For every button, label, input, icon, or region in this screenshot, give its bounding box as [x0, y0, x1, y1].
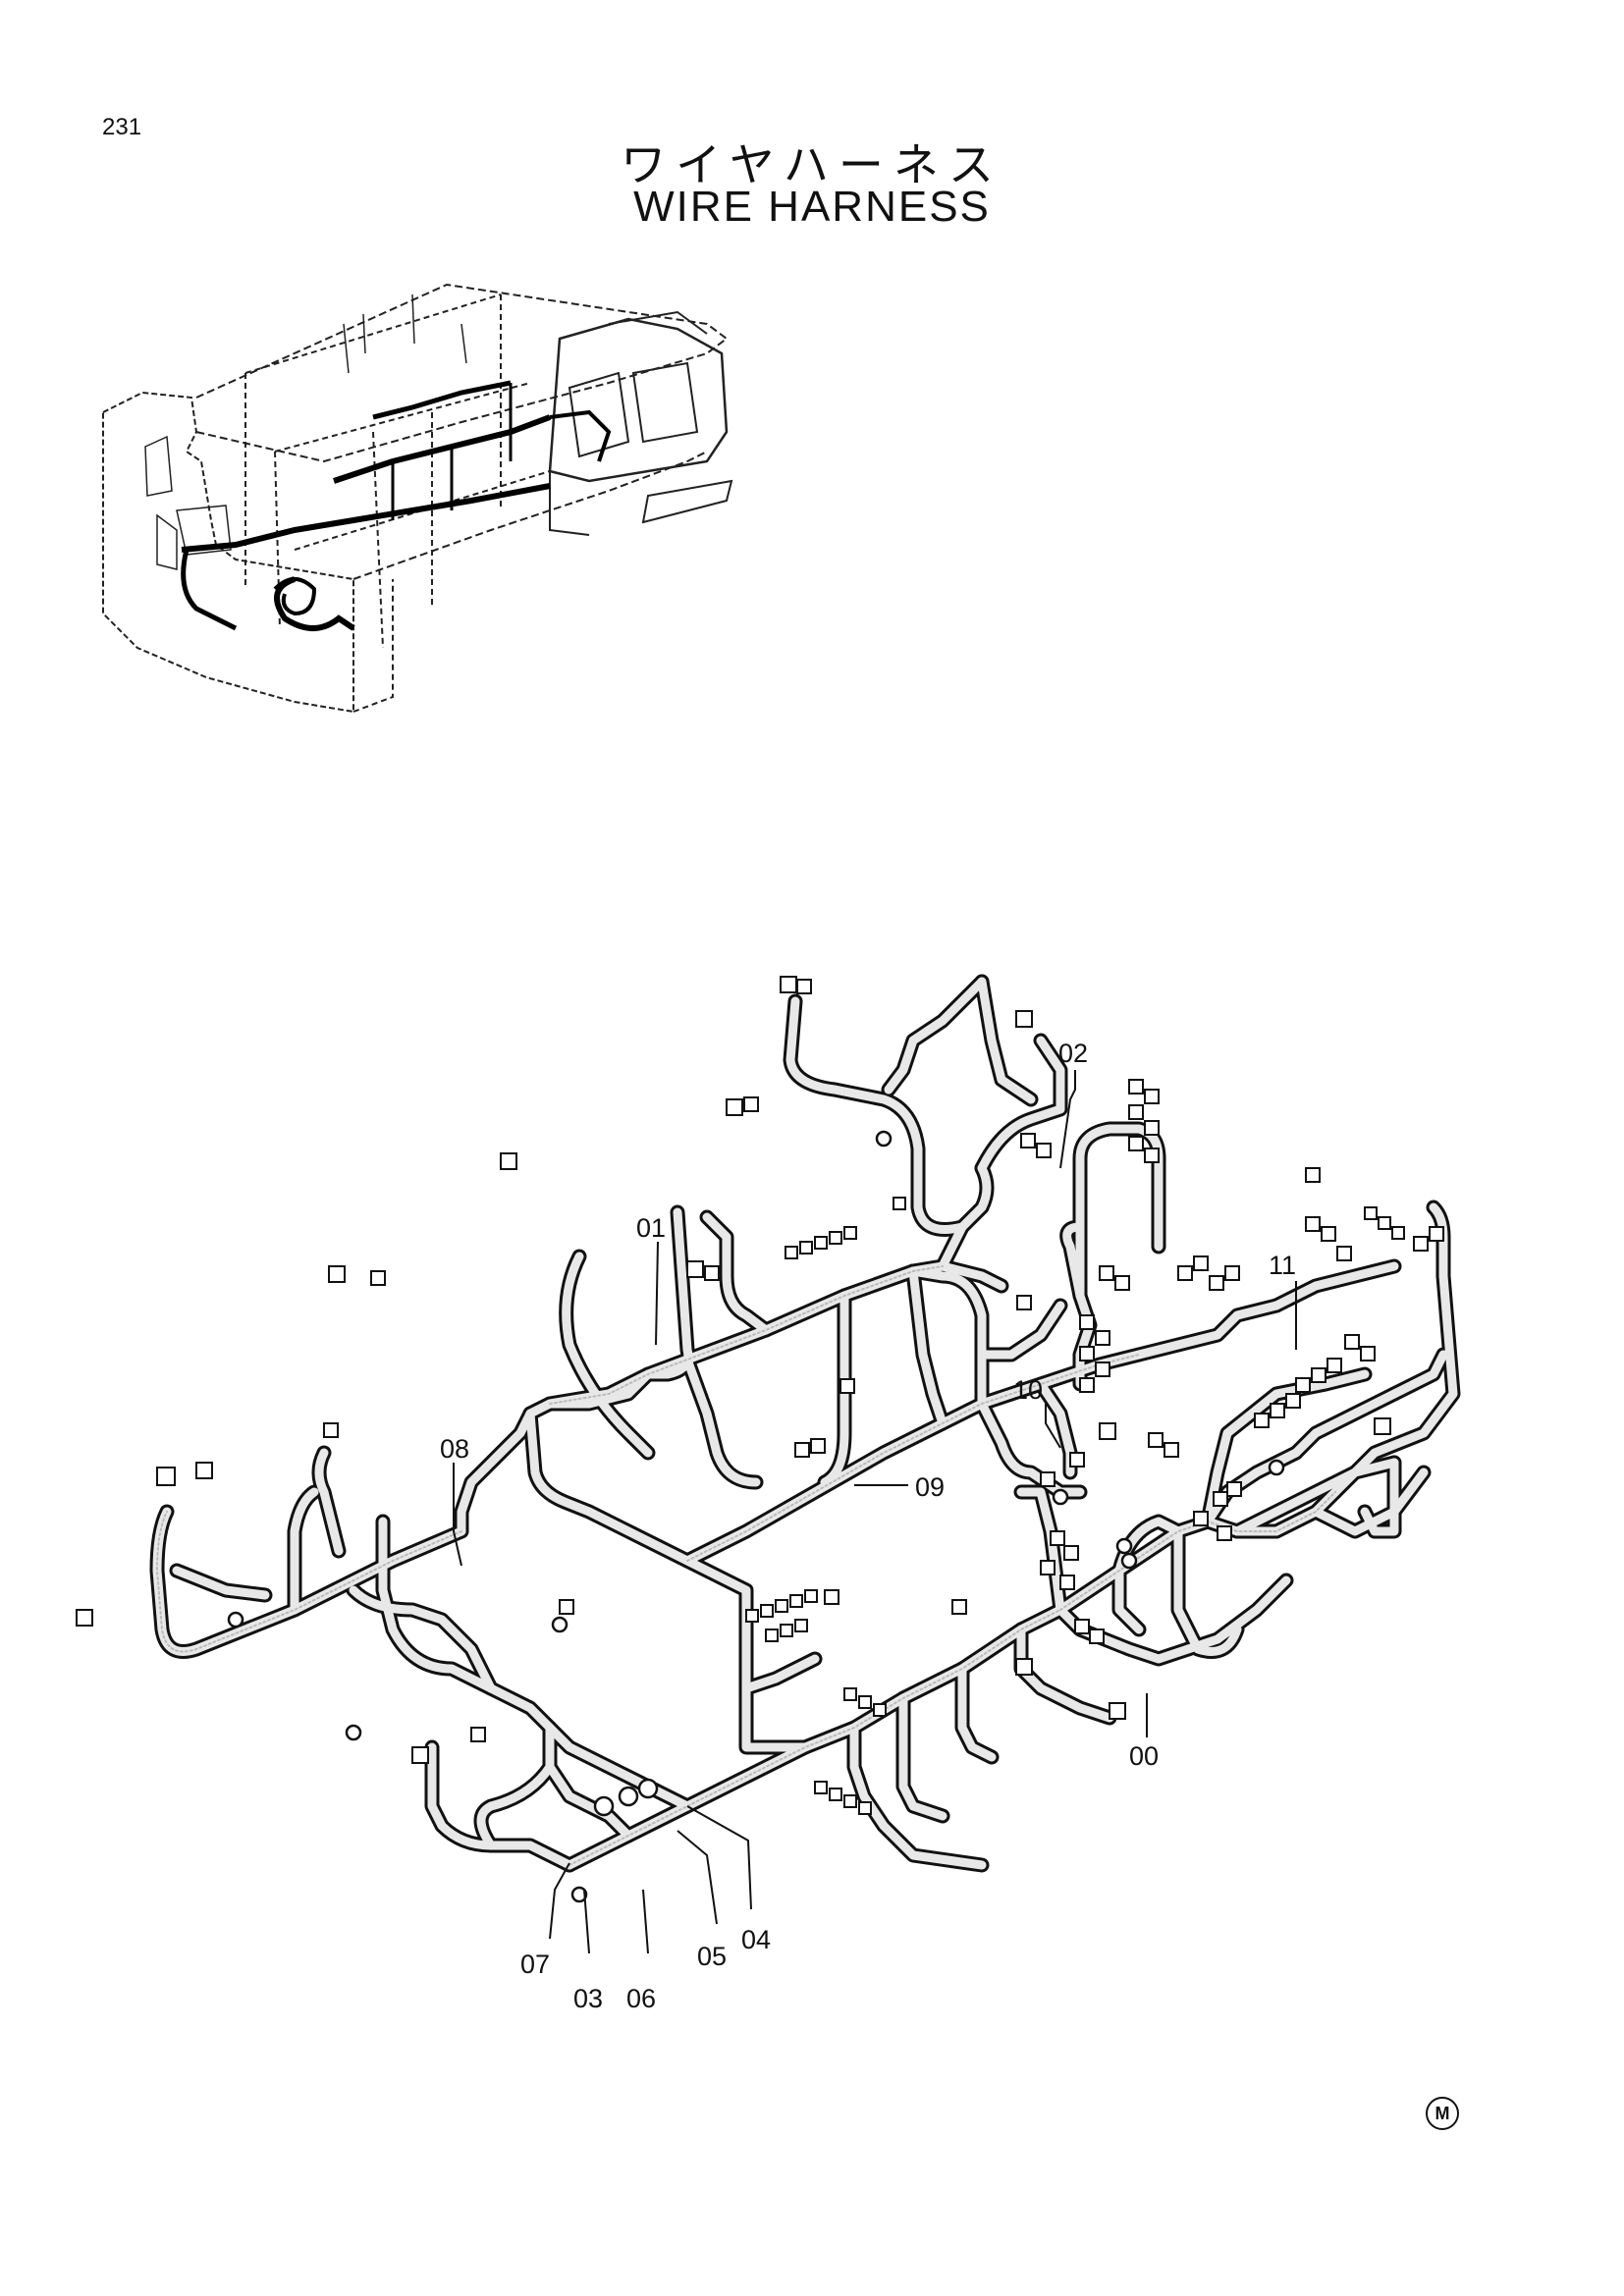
machine-overview-illustration — [102, 283, 733, 714]
callout-leaders — [453, 1070, 1297, 1954]
ring-terminals — [227, 1130, 1285, 1903]
callout-03: 03 — [573, 1984, 603, 2013]
callout-04: 04 — [741, 1925, 771, 1954]
callout-01: 01 — [636, 1213, 666, 1243]
title-english: WIRE HARNESS — [633, 183, 991, 231]
callout-08: 08 — [440, 1434, 469, 1464]
corner-mark-icon: M — [1426, 2097, 1459, 2130]
callout-10: 10 — [1013, 1375, 1043, 1405]
connectors — [76, 976, 1444, 1815]
callout-00: 00 — [1129, 1741, 1159, 1771]
callout-05: 05 — [697, 1942, 727, 1971]
callout-07: 07 — [520, 1949, 550, 1979]
callout-02: 02 — [1058, 1039, 1088, 1068]
callout-09: 09 — [915, 1472, 945, 1502]
callout-06: 06 — [626, 1984, 656, 2013]
harness-trunks — [149, 974, 1461, 1873]
title-japanese: ワイヤハーネス — [621, 138, 1003, 191]
page-number: 231 — [102, 114, 142, 140]
callout-labels: 01 02 11 10 08 09 00 07 03 06 05 04 — [440, 1039, 1296, 2013]
callout-11: 11 — [1269, 1251, 1296, 1280]
